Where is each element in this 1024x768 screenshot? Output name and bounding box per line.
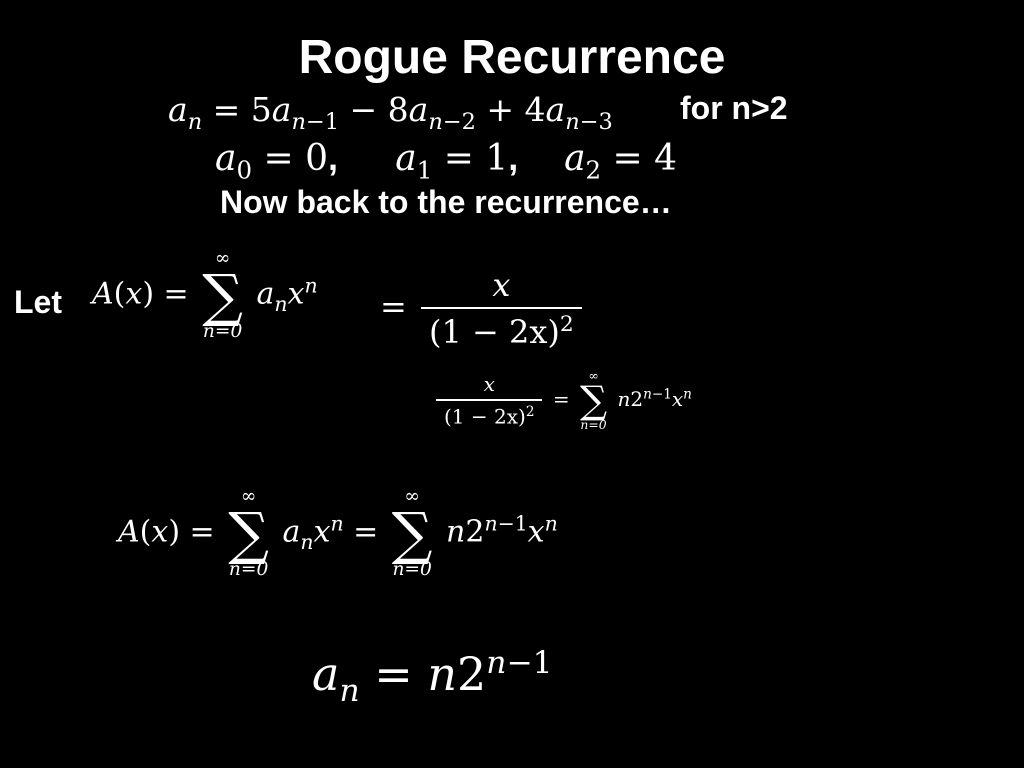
slide-title: Rogue Recurrence <box>298 31 726 84</box>
summation: ∞∑n=0 <box>202 248 243 342</box>
recurrence-equation: an = 5an−1 − 8an−2 + 4an−3 <box>168 90 613 135</box>
summation: ∞∑n=0 <box>579 368 608 432</box>
closed-form-fraction: = x (1 − 2x)2 <box>380 267 586 350</box>
recurrence-condition: for n>2 <box>680 90 788 126</box>
initial-conditions: a0 = 0, a1 = 1, a2 = 4 <box>215 137 678 185</box>
final-solution: an = n2n−1 <box>312 645 553 710</box>
series-expansion: x (1 − 2x)2 = ∞∑n=0 n2n−1xn <box>432 368 692 432</box>
slide-subtitle: Now back to the recurrence… <box>220 184 672 220</box>
summation: ∞∑n=0 <box>391 486 433 580</box>
let-label: Let <box>14 284 62 320</box>
summation: ∞∑n=0 <box>228 486 269 580</box>
coefficient-comparison: A(x) = ∞∑n=0 anxn = ∞∑n=0 n2n−1xn <box>118 486 558 580</box>
generating-function-definition: A(x) = ∞∑n=0 anxn <box>92 248 318 342</box>
